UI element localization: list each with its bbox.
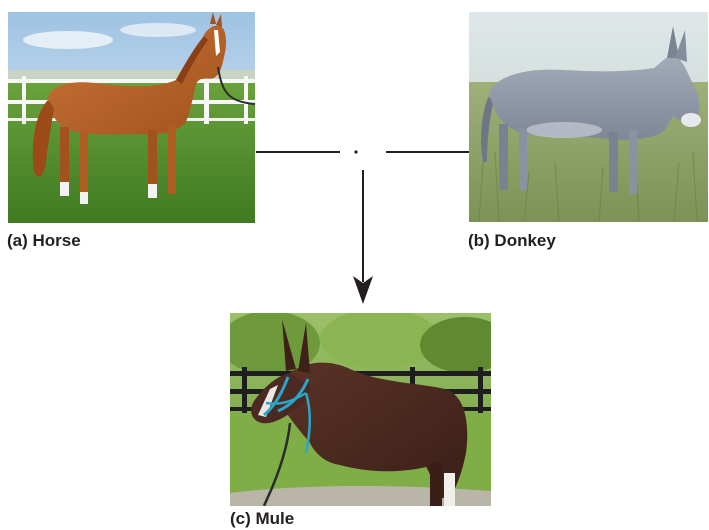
offspring-arrowhead [353, 276, 373, 304]
cross-dot [354, 150, 357, 153]
horse-image [8, 12, 255, 223]
horse-caption: (a) Horse [7, 231, 81, 251]
mule-image [230, 313, 491, 506]
donkey-caption: (b) Donkey [468, 231, 556, 251]
donkey-image [469, 12, 708, 222]
mule-caption: (c) Mule [230, 509, 294, 529]
